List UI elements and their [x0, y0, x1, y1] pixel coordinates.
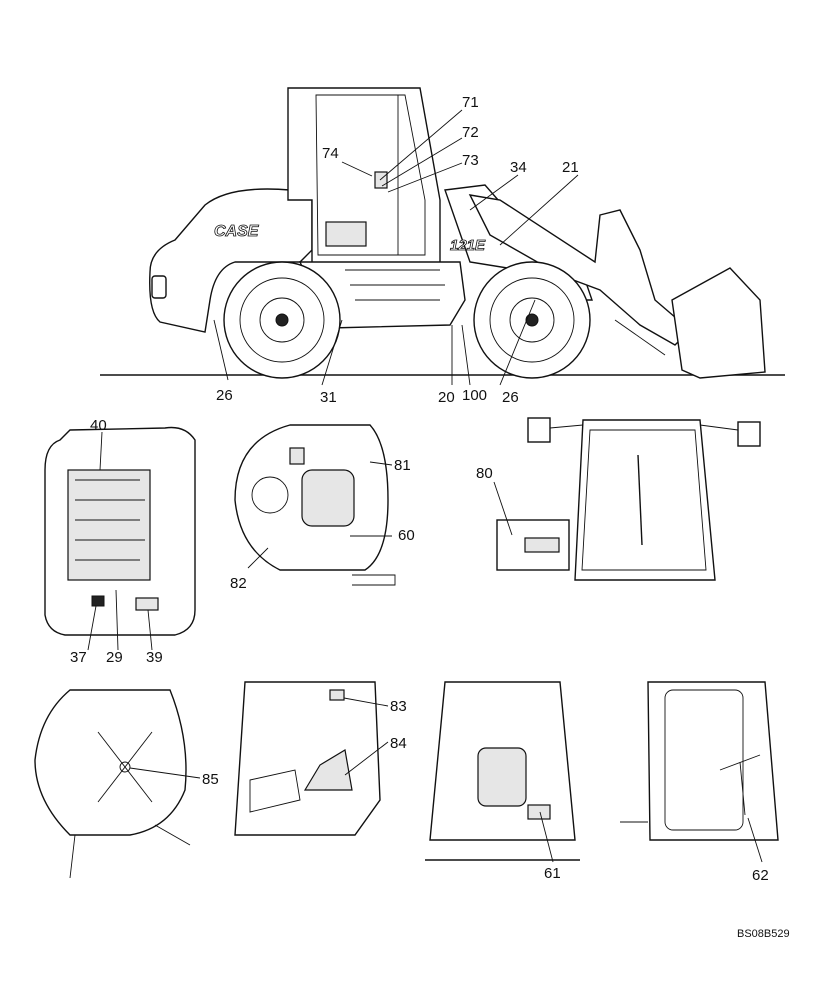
decal-39 [135, 597, 159, 611]
decal-37 [91, 595, 105, 607]
engine-block [67, 469, 151, 581]
seat-side [303, 749, 353, 791]
leader-line-62 [747, 817, 763, 863]
rear-light [151, 275, 167, 299]
decal-81-area [289, 447, 305, 465]
callout-71: 71 [462, 94, 479, 111]
cab-left-frame [234, 681, 381, 836]
callout-80: 80 [476, 465, 493, 482]
steering-wheel [251, 476, 289, 514]
wheel-loader-side-view: CASE 121E 71 72 73 74 34 21 26 31 20 100… [100, 87, 785, 406]
engine-detail [75, 479, 145, 561]
model-badge: 121E [450, 237, 486, 254]
decal-83 [329, 689, 345, 701]
callout-26-front: 26 [502, 389, 519, 406]
rear-wheel [223, 261, 341, 379]
callout-39: 39 [146, 649, 163, 666]
leader-line-61 [539, 811, 554, 863]
left-mirror-arm [549, 424, 584, 429]
cab-door [664, 689, 744, 831]
cab-right-side-view: 62 [620, 681, 779, 884]
leader-line-85 [129, 767, 201, 779]
cab-window [315, 94, 426, 256]
case-logo: CASE [214, 223, 260, 240]
roof-rails [69, 824, 191, 879]
callout-82: 82 [230, 575, 247, 592]
leader-lines-cab-left [343, 697, 389, 776]
hoses [345, 269, 445, 301]
cab-front-view: 80 [476, 417, 761, 581]
cab-seat-console [325, 221, 367, 247]
right-mirror-arm [699, 424, 739, 431]
callout-84: 84 [390, 735, 407, 752]
callout-29: 29 [106, 649, 123, 666]
front-wheel [473, 261, 591, 379]
reference-code: BS08B529 [737, 928, 790, 940]
callout-26-rear: 26 [216, 387, 233, 404]
cab-top-view: 81 60 82 [230, 424, 415, 592]
cab-label-plate [374, 171, 388, 189]
callout-31: 31 [320, 389, 337, 406]
roof-center-decal [119, 761, 131, 773]
callout-60: 60 [398, 527, 415, 544]
cab-left-side-view: 83 84 [234, 681, 407, 836]
callout-37: 37 [70, 649, 87, 666]
callout-62: 62 [752, 867, 769, 884]
leader-line-80 [493, 481, 513, 536]
callout-72: 72 [462, 124, 479, 141]
decal-80-label [524, 537, 560, 553]
leader-lines-side [213, 109, 579, 386]
roof-cross-b [97, 731, 153, 803]
operator-seat [301, 469, 355, 527]
cab-roof-view: 85 [34, 689, 219, 879]
leader-lines-engine [87, 431, 153, 651]
callout-85: 85 [202, 771, 219, 788]
callout-40: 40 [90, 417, 107, 434]
side-console [249, 769, 301, 813]
callout-74: 74 [322, 145, 339, 162]
right-mirror [737, 421, 761, 447]
engine-compartment-view: 40 37 29 39 [44, 417, 196, 666]
cab-front-frame [574, 419, 716, 581]
bucket-cylinder [614, 319, 666, 356]
windshield [581, 429, 707, 571]
callout-83: 83 [390, 698, 407, 715]
roof-outline [34, 689, 187, 836]
bucket [671, 267, 766, 379]
callout-61: 61 [544, 865, 561, 882]
left-mirror [527, 417, 551, 443]
callout-81: 81 [394, 457, 411, 474]
rear-seat [477, 747, 527, 807]
callout-73: 73 [462, 152, 479, 169]
step-bracket [352, 574, 396, 586]
callout-100: 100 [462, 387, 487, 404]
cab-right-frame [647, 681, 779, 841]
cab-rear-view: 61 [425, 681, 580, 882]
callout-34: 34 [510, 159, 527, 176]
decal-61 [527, 804, 551, 820]
callout-21: 21 [562, 159, 579, 176]
steering-column [719, 754, 761, 816]
callout-20: 20 [438, 389, 455, 406]
leader-lines-cab-top [247, 461, 393, 569]
wiper [637, 454, 643, 546]
